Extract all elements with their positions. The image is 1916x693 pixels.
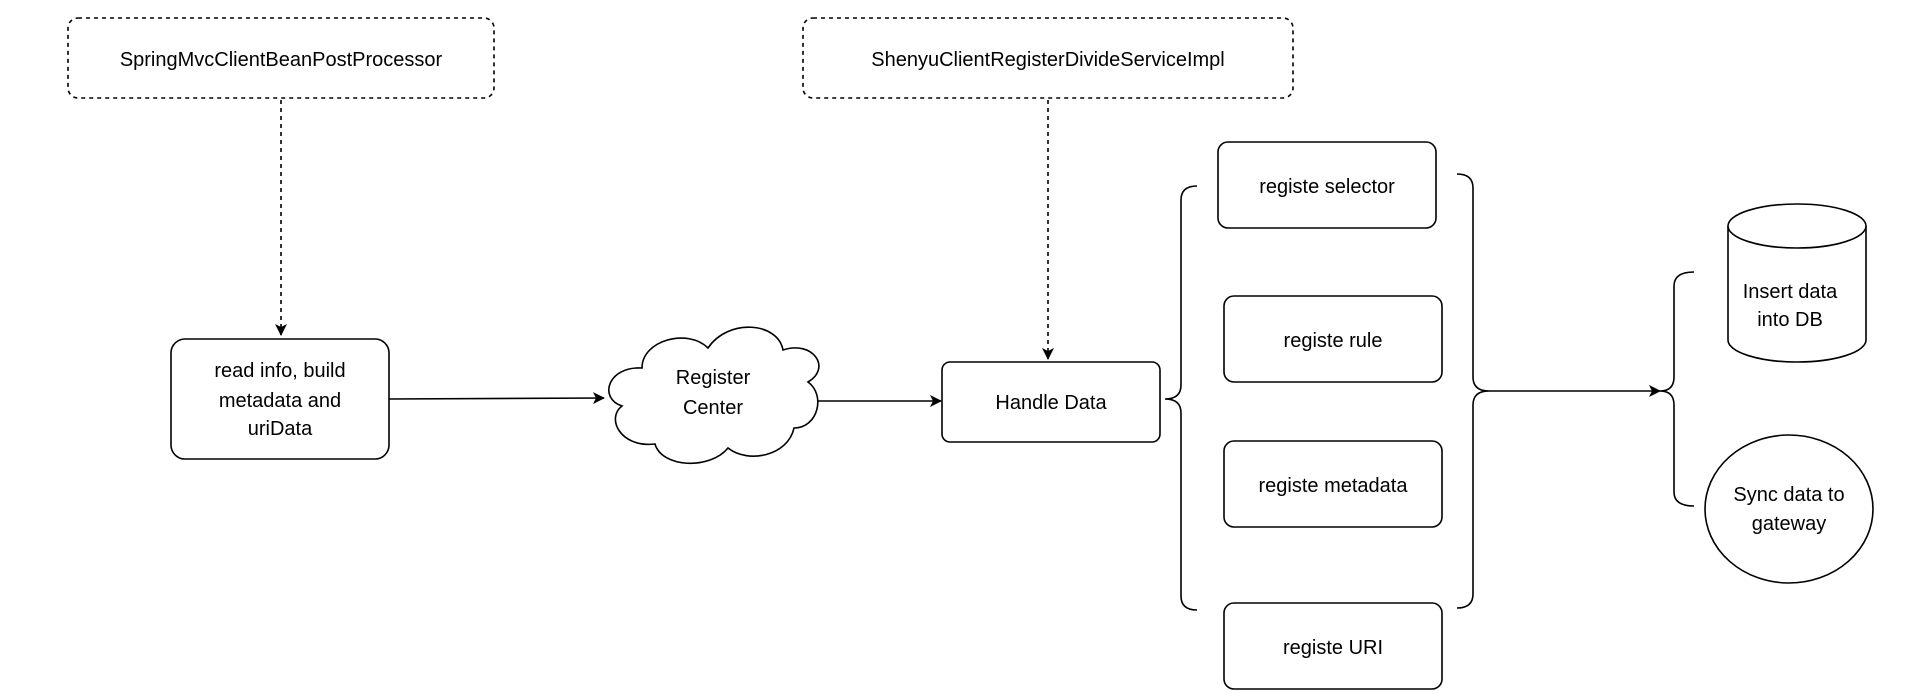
register-center-node: Register Center xyxy=(608,326,820,465)
cloud-shape xyxy=(608,326,820,465)
registe-rule-label: registe rule xyxy=(1284,330,1383,352)
left-curly-brace xyxy=(1164,185,1198,611)
insert-db-node: Insert data into DB xyxy=(1727,203,1867,363)
read-info-line-1: read info, build xyxy=(214,360,345,382)
database-icon xyxy=(1727,226,1867,363)
register-center-line-1: Register xyxy=(676,367,751,389)
read-info-node: read info, build metadata and uriData xyxy=(170,338,390,460)
spring-processor-label: SpringMvcClientBeanPostProcessor xyxy=(120,49,443,71)
registe-uri-node: registe URI xyxy=(1223,602,1443,690)
registe-rule-node: registe rule xyxy=(1223,295,1443,383)
read-info-line-2: metadata and xyxy=(219,390,341,412)
register-center-line-2: Center xyxy=(683,397,743,419)
insert-db-line-1: Insert data xyxy=(1743,281,1838,303)
shenyu-impl-label: ShenyuClientRegisterDivideServiceImpl xyxy=(871,49,1225,71)
sync-gateway-line-1: Sync data to xyxy=(1733,484,1844,506)
sync-gateway-node: Sync data to gateway xyxy=(1704,434,1874,584)
registe-uri-label: registe URI xyxy=(1283,637,1383,659)
output-curly-brace xyxy=(1659,271,1695,507)
handle-data-node: Handle Data xyxy=(941,361,1161,443)
insert-db-line-2: into DB xyxy=(1757,309,1823,331)
spring-processor-node: SpringMvcClientBeanPostProcessor xyxy=(67,17,495,99)
registe-selector-node: registe selector xyxy=(1217,141,1437,229)
registe-metadata-label: registe metadata xyxy=(1259,475,1409,497)
shenyu-impl-node: ShenyuClientRegisterDivideServiceImpl xyxy=(802,17,1294,99)
read-info-line-3: uriData xyxy=(248,418,313,440)
sync-gateway-line-2: gateway xyxy=(1752,513,1827,535)
right-curly-brace xyxy=(1456,173,1490,609)
handle-data-label: Handle Data xyxy=(995,392,1107,414)
registe-metadata-node: registe metadata xyxy=(1223,440,1443,528)
registe-selector-label: registe selector xyxy=(1259,176,1395,198)
arrow-read-to-register xyxy=(388,392,605,405)
